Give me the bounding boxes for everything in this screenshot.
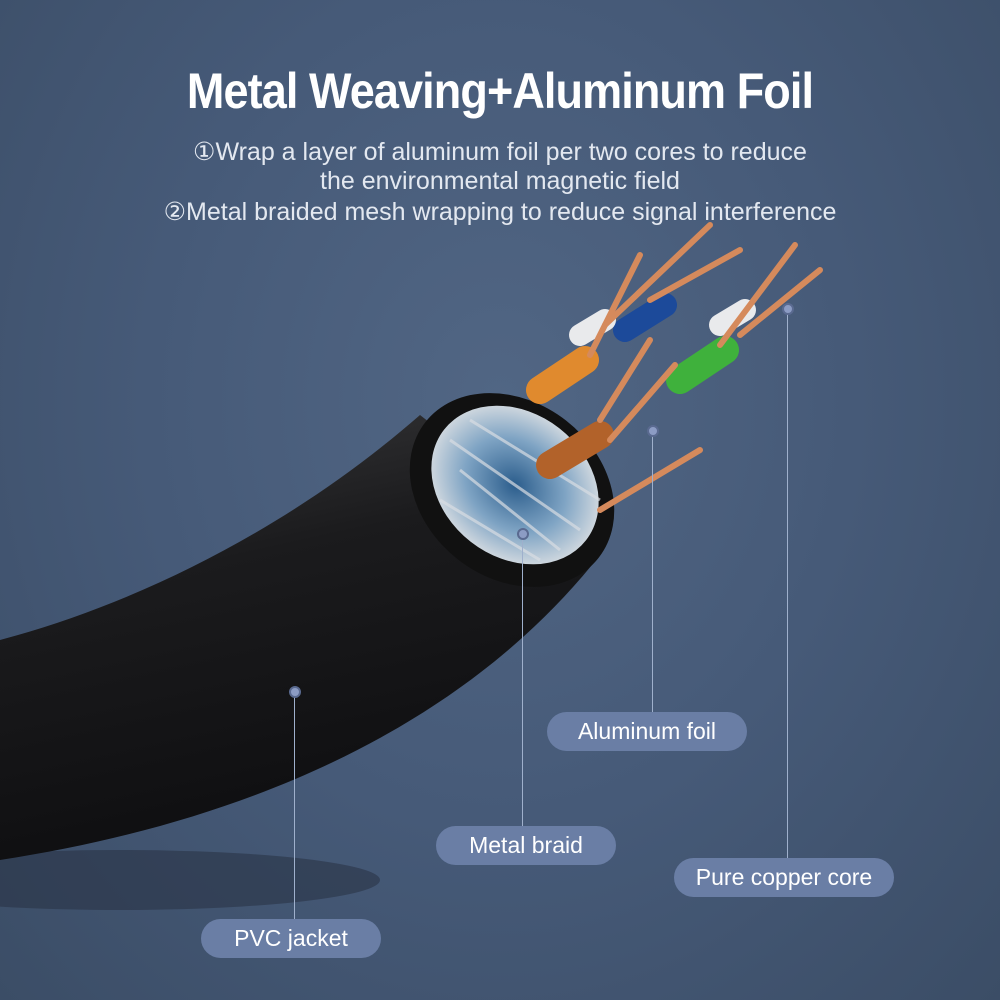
label-metal-braid: Metal braid: [436, 826, 616, 865]
aluminum-foil-marker: [647, 425, 659, 437]
description-line-1: ①Wrap a layer of aluminum foil per two c…: [193, 138, 807, 166]
insulated-cores: [526, 293, 756, 479]
label-pure-copper-core: Pure copper core: [674, 858, 894, 897]
copper-core-leader-line: [787, 308, 788, 858]
pvc-jacket-marker: [289, 686, 301, 698]
cable-shadow: [0, 850, 380, 910]
label-pvc-jacket: PVC jacket: [201, 919, 381, 958]
braid-weave: [439, 418, 601, 562]
copper-core-marker: [782, 303, 794, 315]
metal-braid-marker: [517, 528, 529, 540]
copper-cores: [587, 222, 823, 513]
description-line-2: the environmental magnetic field: [320, 167, 680, 195]
metal-braid-leader-line: [522, 533, 523, 826]
pvc-jacket-leader-line: [294, 691, 295, 919]
description-line-3: ②Metal braided mesh wrapping to reduce s…: [163, 198, 837, 226]
page-title: Metal Weaving+Aluminum Foil: [186, 63, 814, 119]
label-aluminum-foil: Aluminum foil: [547, 712, 747, 751]
aluminum-foil-leader-line: [652, 430, 653, 712]
